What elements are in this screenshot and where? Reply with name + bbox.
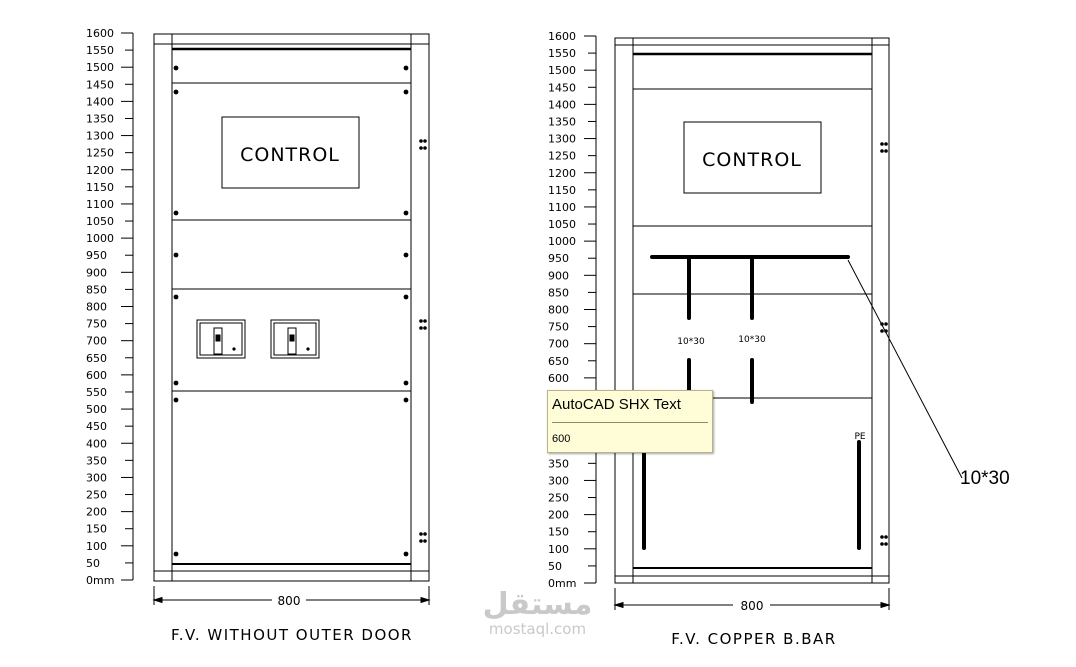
scale-tick-label: 800 — [86, 301, 107, 314]
callout-leader — [847, 259, 963, 479]
pe-label: PE — [854, 432, 865, 442]
scale-tick-label: 1000 — [86, 232, 114, 245]
breaker-2 — [270, 319, 320, 359]
tooltip-divider — [552, 422, 708, 423]
scale-tick-label: 950 — [86, 249, 107, 262]
scale-tick-label: 450 — [86, 420, 107, 433]
watermark-arabic: مستقل — [482, 587, 593, 622]
scale-tick-label: 1200 — [548, 167, 576, 180]
left-width-dimension — [152, 586, 431, 605]
autocad-tooltip: AutoCAD SHX Text 600 — [547, 390, 713, 453]
scale-tick-label: 1500 — [86, 61, 114, 74]
scale-tick-label: 200 — [86, 506, 107, 519]
scale-tick-label: 350 — [548, 457, 569, 470]
right-elevation: 1600 1550 1500 1450 1400 1350 1300 1250 1200 1150… — [548, 30, 963, 610]
tooltip-value: 600 — [552, 433, 571, 445]
busbar-callout-label: 10*30 — [960, 468, 1010, 489]
scale-tick-label: 250 — [86, 489, 107, 502]
scale-tick-label: 650 — [548, 355, 569, 368]
scale-tick-label: 250 — [548, 492, 569, 505]
left-control-label: CONTROL — [240, 144, 340, 166]
scale-tick-label: 1600 — [86, 27, 114, 40]
scale-tick-label: 850 — [548, 286, 569, 299]
scale-tick-label: 900 — [548, 269, 569, 282]
scale-tick-label: 150 — [548, 526, 569, 539]
scale-tick-label: 1150 — [86, 181, 114, 194]
scale-tick-label: 1400 — [548, 98, 576, 111]
scale-tick-label: 1400 — [86, 95, 114, 108]
watermark-latin: mostaql.com — [488, 620, 587, 638]
scale-tick-label: 1000 — [548, 235, 576, 248]
scale-tick-label: 1550 — [548, 47, 576, 60]
scale-tick-label: 0mm — [86, 574, 114, 587]
scale-tick-label: 850 — [86, 283, 107, 296]
scale-tick-label: 1450 — [548, 81, 576, 94]
scale-tick-label: 400 — [86, 437, 107, 450]
scale-tick-label: 200 — [548, 509, 569, 522]
scale-tick-label: 1500 — [548, 64, 576, 77]
scale-tick-label: 1100 — [86, 198, 114, 211]
scale-tick-label: 1200 — [86, 164, 114, 177]
scale-tick-label: 1250 — [86, 147, 114, 160]
scale-tick-label: 600 — [548, 372, 569, 385]
scale-tick-label: 600 — [86, 369, 107, 382]
scale-tick-label: 750 — [548, 321, 569, 334]
scale-tick-label: 800 — [548, 304, 569, 317]
scale-tick-label: 900 — [86, 266, 107, 279]
scale-tick-label: 1050 — [548, 218, 576, 231]
scale-tick-label: 300 — [548, 474, 569, 487]
left-control-box — [221, 116, 360, 189]
right-control-label: CONTROL — [702, 149, 802, 171]
tooltip-title: AutoCAD SHX Text — [552, 396, 681, 413]
right-caption: F.V. COPPER B.BAR — [671, 630, 836, 648]
scale-tick-label: 50 — [548, 560, 562, 573]
scale-tick-label: 1100 — [548, 201, 576, 214]
left-elevation: 1600 1550 1500 1450 1400 1350 1300 1250 1200 1150… — [86, 27, 431, 605]
scale-tick-label: 300 — [86, 471, 107, 484]
right-height-scale: 1600 1550 1500 1450 1400 1350 1300 1250 1200 1150… — [548, 30, 597, 590]
scale-tick-label: 1250 — [548, 150, 576, 163]
scale-tick-label: 1300 — [86, 130, 114, 143]
copper-busbars — [642, 255, 861, 550]
scale-tick-label: 650 — [86, 352, 107, 365]
scale-tick-label: 50 — [86, 557, 100, 570]
busbar-label-2: 10*30 — [738, 335, 766, 345]
left-caption: F.V. WITHOUT OUTER DOOR — [171, 626, 413, 644]
left-height-scale: 1600 1550 1500 1450 1400 1350 1300 1250 1200 1150… — [86, 27, 134, 587]
right-width-value: 800 — [741, 599, 764, 613]
scale-tick-label: 950 — [548, 252, 569, 265]
left-width-value: 800 — [278, 594, 301, 608]
right-screws — [880, 142, 888, 546]
scale-tick-label: 1300 — [548, 133, 576, 146]
scale-tick-label: 700 — [548, 338, 569, 351]
scale-tick-label: 750 — [86, 318, 107, 331]
scale-tick-label: 1350 — [86, 112, 114, 125]
scale-tick-label: 1050 — [86, 215, 114, 228]
breaker-1 — [196, 319, 246, 359]
scale-tick-label: 1450 — [86, 78, 114, 91]
right-width-dimension — [613, 588, 891, 610]
left-screws — [173, 65, 427, 557]
scale-tick-label: 0mm — [548, 577, 576, 590]
scale-tick-label: 550 — [86, 386, 107, 399]
scale-tick-label: 350 — [86, 454, 107, 467]
scale-tick-label: 100 — [86, 540, 107, 553]
scale-tick-label: 150 — [86, 523, 107, 536]
watermark-logo: مستقل mostaql.com — [470, 587, 605, 639]
left-outer-frame — [153, 33, 430, 582]
right-outer-frame — [614, 37, 890, 584]
scale-tick-label: 1550 — [86, 44, 114, 57]
scale-tick-label: 500 — [86, 403, 107, 416]
right-control-box — [683, 121, 822, 194]
scale-tick-label: 1150 — [548, 184, 576, 197]
scale-tick-label: 100 — [548, 543, 569, 556]
scale-tick-label: 1600 — [548, 30, 576, 43]
busbar-label-1: 10*30 — [677, 337, 705, 347]
scale-tick-label: 1350 — [548, 115, 576, 128]
scale-tick-label: 700 — [86, 335, 107, 348]
